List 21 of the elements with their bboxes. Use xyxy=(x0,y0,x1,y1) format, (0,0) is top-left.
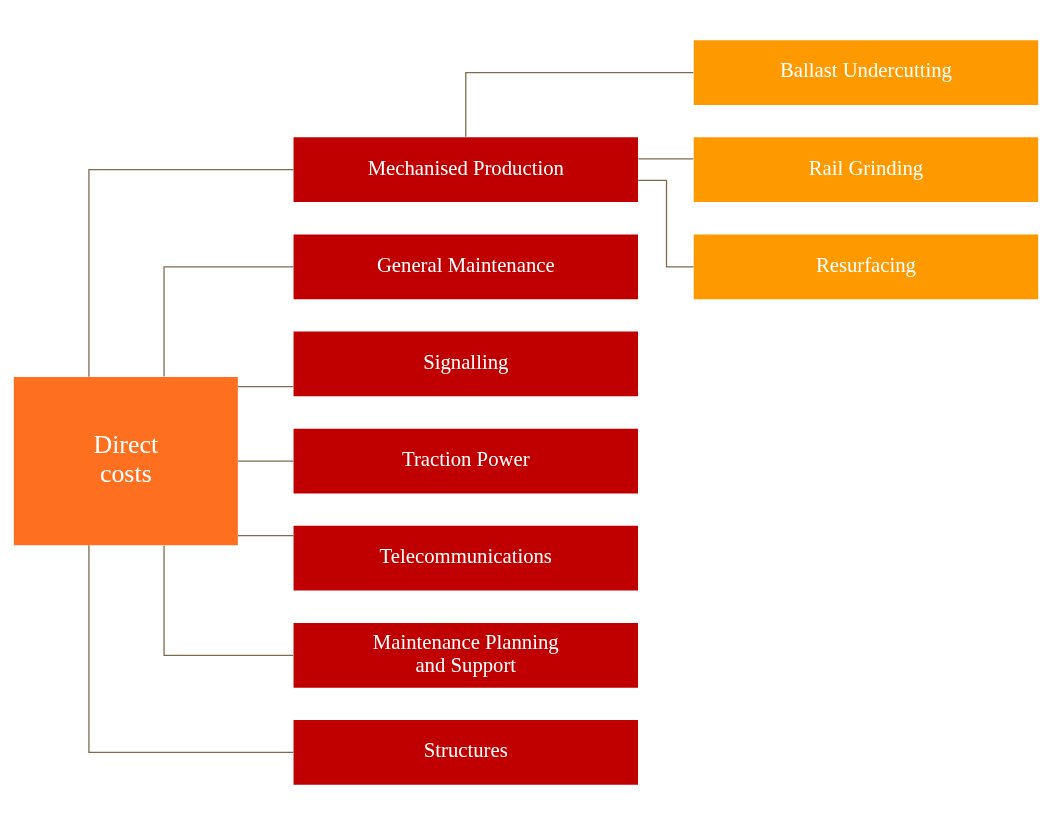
connector xyxy=(237,534,295,537)
connector xyxy=(163,266,294,378)
connector xyxy=(88,169,294,378)
node-box: Direct costs xyxy=(13,376,238,546)
connector xyxy=(237,385,295,388)
node-box: General Maintenance xyxy=(293,234,638,300)
connector xyxy=(88,544,294,754)
node-box: Signalling xyxy=(293,331,638,397)
connector xyxy=(163,545,294,656)
connector xyxy=(637,179,695,268)
node-box: Resurfacing xyxy=(693,234,1039,300)
connector xyxy=(465,71,694,138)
node-box: Ballast Undercutting xyxy=(693,40,1039,105)
node-box: Telecommunications xyxy=(293,525,638,591)
node-box: Mechanised Production xyxy=(293,137,638,203)
connector xyxy=(237,460,295,462)
node-box: Maintenance Planning and Support xyxy=(293,622,638,688)
node-box: Rail Grinding xyxy=(693,137,1039,203)
node-box: Traction Power xyxy=(293,428,638,494)
node-box: Structures xyxy=(293,720,638,785)
connector xyxy=(637,158,694,160)
